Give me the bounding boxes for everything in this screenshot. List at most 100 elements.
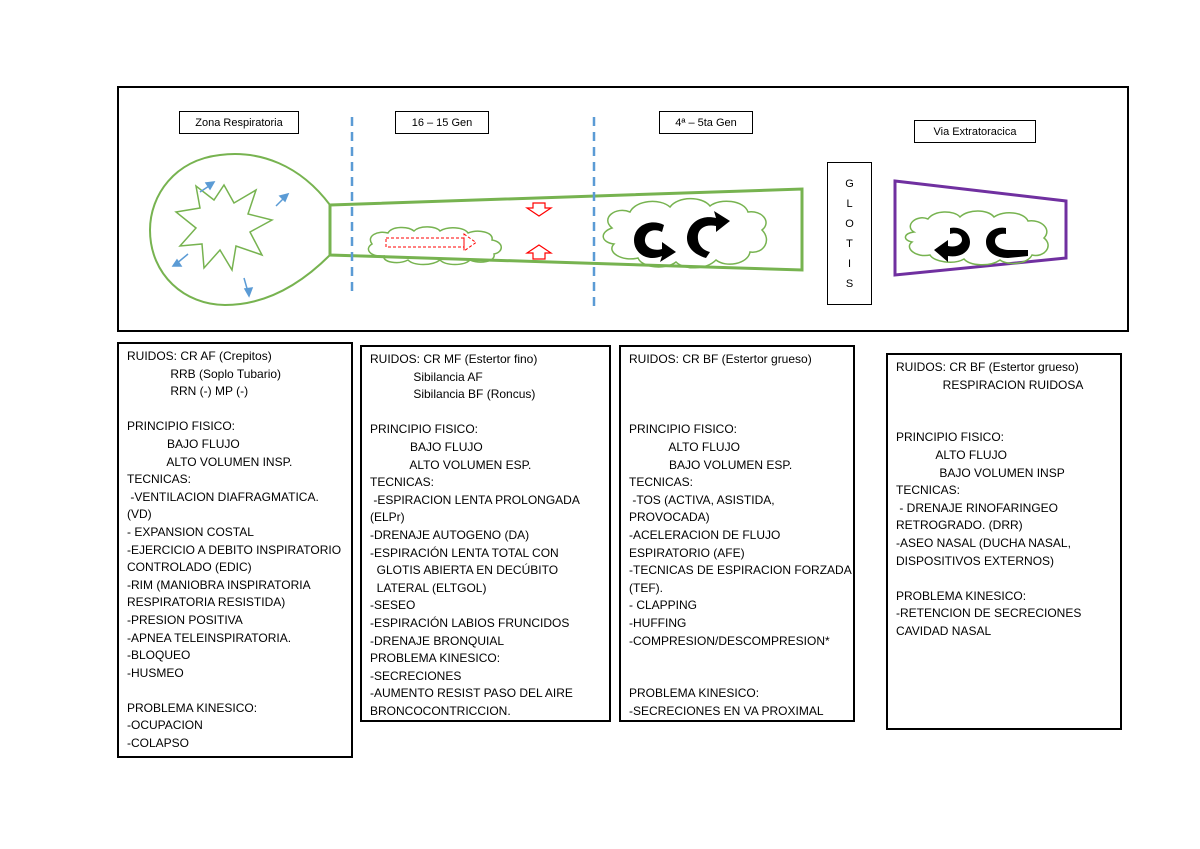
info-line: PRINCIPIO FISICO: [127, 419, 236, 434]
info-line: PROBLEMA KINESICO: [629, 686, 760, 701]
info-line: TECNICAS: [629, 475, 694, 490]
info-box-gen-4-5: RUIDOS: CR BF (Estertor grueso) PRINCIPIO… [619, 345, 855, 722]
info-line: -BLOQUEO [127, 648, 191, 663]
info-line: ALTO FLUJO [896, 447, 1007, 462]
info-line: ALTO VOLUMEN ESP. [370, 457, 532, 472]
info-line: PROVOCADA) [629, 510, 710, 525]
label-zona-respiratoria-text: Zona Respiratoria [195, 116, 283, 129]
info-line: TECNICAS: [127, 472, 192, 487]
info-line: -EJERCICIO A DEBITO INSPIRATORIO [127, 542, 342, 557]
info-line: (VD) [127, 507, 152, 522]
info-box-gen-16-15: RUIDOS: CR MF (Estertor fino) Sibilancia… [360, 345, 611, 722]
label-gen-16-15: 16 – 15 Gen [395, 111, 489, 134]
info-line: -OCUPACION [127, 718, 203, 733]
info-line: PRINCIPIO FISICO: [629, 422, 738, 437]
info-line: RUIDOS: CR MF (Estertor fino) [370, 352, 538, 366]
extrathoracic-airway [893, 179, 1068, 277]
info-line [629, 386, 845, 404]
info-box-zona-respiratoria: RUIDOS: CR AF (Crepitos) RRB (Soplo Tuba… [117, 342, 353, 758]
info-line: Sibilancia AF [370, 369, 483, 384]
alveolus-outline [148, 153, 331, 307]
info-line: CONTROLADO (EDIC) [127, 560, 252, 575]
slow-flow-arrow [385, 233, 477, 252]
info-line: -ESPIRACIÓN LENTA TOTAL CON [370, 545, 559, 560]
label-via-extratoracica: Via Extratoracica [914, 120, 1036, 143]
info-line [629, 650, 845, 668]
info-line [629, 404, 845, 422]
turbulent-flow-arrows [634, 211, 730, 262]
label-zona-respiratoria: Zona Respiratoria [179, 111, 299, 134]
info-line: RUIDOS: CR BF (Estertor grueso) [629, 352, 812, 366]
info-line: - CLAPPING [629, 598, 698, 613]
info-line: RRN (-) MP (-) [127, 384, 249, 399]
info-line: -ACELERACION DE FLUJO [629, 527, 781, 542]
extrathoracic-flow-arrows [934, 227, 1028, 262]
info-line: -HUFFING [629, 615, 687, 630]
info-line: -SECRECIONES [370, 668, 462, 683]
info-line: -VENTILACION DIAFRAGMATICA. [127, 489, 319, 504]
info-line: -HUSMEO [127, 665, 184, 680]
info-line: -APNEA TELEINSPIRATORIA. [127, 630, 292, 645]
label-gen-16-15-text: 16 – 15 Gen [411, 116, 473, 129]
info-line [127, 401, 343, 419]
info-line: -DRENAJE AUTOGENO (DA) [370, 527, 530, 542]
info-line: ALTO FLUJO [629, 439, 740, 454]
info-line: Sibilancia BF (Roncus) [370, 387, 536, 402]
airway-diagram-frame [117, 86, 1129, 332]
info-line: (ELPr) [370, 510, 405, 525]
label-via-extratoracica-text: Via Extratoracica [933, 125, 1017, 138]
info-line: -RIM (MANIOBRA INSPIRATORIA [127, 577, 311, 592]
info-line: RUIDOS: CR BF (Estertor grueso) [896, 360, 1079, 374]
glotis-letter: I [847, 257, 852, 270]
info-line: PROBLEMA KINESICO: [370, 651, 501, 666]
info-line: RETROGRADO. (DRR) [896, 518, 1023, 533]
info-line [896, 394, 1112, 412]
info-line: -SESEO [370, 598, 416, 613]
secretion-cloud-large [602, 197, 768, 269]
info-line: TECNICAS: [896, 483, 961, 498]
info-line [629, 668, 845, 686]
info-line: BAJO FLUJO [370, 439, 483, 454]
info-line: -ASEO NASAL (DUCHA NASAL, [896, 535, 1071, 550]
info-line: RESPIRATORIA RESISTIDA) [127, 595, 286, 610]
info-line: LATERAL (ELTGOL) [370, 580, 487, 595]
info-line [629, 369, 845, 387]
info-line: DISPOSITIVOS EXTERNOS) [896, 553, 1055, 568]
info-line: -RETENCION DE SECRECIONES [896, 606, 1082, 621]
glotis-letter: O [845, 217, 854, 230]
info-line: -PRESION POSITIVA [127, 612, 243, 627]
alveolus-expansion-arrows [171, 181, 290, 298]
info-line: BAJO FLUJO [127, 436, 240, 451]
info-line [370, 404, 601, 422]
alveolus-starburst [174, 183, 275, 273]
info-line: ESPIRATORIO (AFE) [629, 545, 745, 560]
info-line: RESPIRACION RUIDOSA [896, 377, 1084, 392]
info-line: GLOTIS ABIERTA EN DECÚBITO [370, 563, 559, 578]
info-line [896, 570, 1112, 588]
info-line: RUIDOS: CR AF (Crepitos) [127, 349, 272, 363]
info-line: -SECRECIONES EN VA PROXIMAL [629, 703, 824, 718]
info-line: RRB (Soplo Tubario) [127, 366, 282, 381]
info-line [127, 682, 343, 700]
info-line: -DRENAJE BRONQUIAL [370, 633, 505, 648]
info-line: -AUMENTO RESIST PASO DEL AIRE [370, 686, 573, 701]
glotis-letter: T [846, 237, 853, 250]
info-line: -ESPIRACIÓN LABIOS FRUNCIDOS [370, 615, 570, 630]
glotis-letter: G [845, 177, 854, 190]
info-line: BRONCOCONTRICCION. [370, 703, 511, 718]
info-line: -COLAPSO [127, 736, 190, 751]
info-line: -COMPRESION/DESCOMPRESION* [629, 633, 830, 648]
glotis-letter: S [845, 277, 854, 290]
info-line: PRINCIPIO FISICO: [370, 422, 479, 437]
info-line: -TOS (ACTIVA, ASISTIDA, [629, 492, 775, 507]
info-line: PROBLEMA KINESICO: [896, 588, 1027, 603]
info-line: BAJO VOLUMEN ESP. [629, 457, 793, 472]
info-line: BAJO VOLUMEN INSP [896, 465, 1065, 480]
info-line: TECNICAS: [370, 475, 435, 490]
info-line: PRINCIPIO FISICO: [896, 430, 1005, 445]
info-line: (TEF). [629, 580, 663, 595]
label-gen-4-5-text: 4ª – 5ta Gen [675, 116, 737, 129]
secretion-cloud-extrathoracic [904, 210, 1049, 266]
